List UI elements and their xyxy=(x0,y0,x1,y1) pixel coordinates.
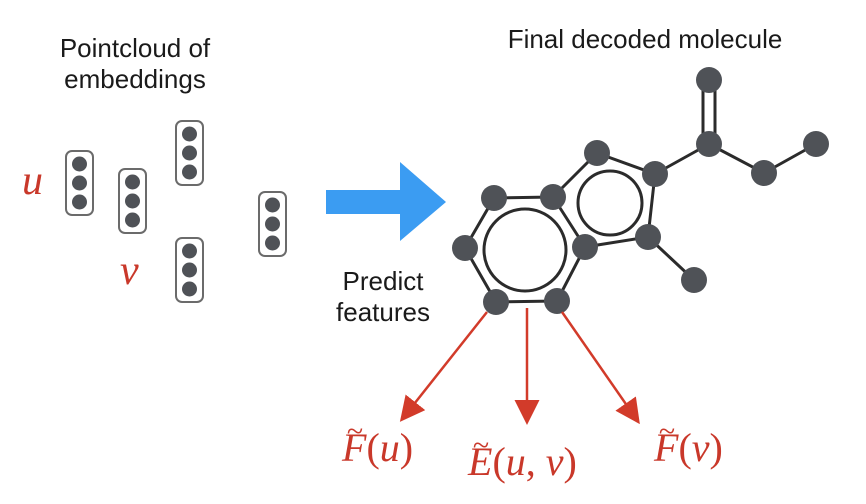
atom-v xyxy=(544,288,570,314)
molecule-title: Final decoded molecule xyxy=(507,24,783,54)
edge-feature-letter: E xyxy=(468,439,493,484)
atom xyxy=(540,184,566,210)
embedding-vector-v xyxy=(175,237,204,303)
atom xyxy=(803,131,829,157)
five-ring-aromatic-ring xyxy=(576,169,644,237)
edge-feature-tilde: ~ xyxy=(472,429,490,462)
pointcloud-title: Pointcloud of embeddings xyxy=(20,33,250,95)
node-feature-u-arg: u xyxy=(379,425,400,470)
embedding-vector-3 xyxy=(175,120,204,186)
molecule-atoms xyxy=(452,67,829,315)
atom xyxy=(696,67,722,93)
node-feature-v: F~(v) xyxy=(654,415,723,470)
node-feature-v-letter: F xyxy=(654,425,679,470)
node-feature-v-tilde: ~ xyxy=(658,415,676,448)
embedding-vector-5 xyxy=(258,191,287,257)
embedding-vector-2 xyxy=(118,168,147,234)
pointcloud-title-line2: embeddings xyxy=(64,64,206,95)
arrow-to-node-feature-u xyxy=(399,311,488,422)
embedding-vector-u xyxy=(65,150,94,216)
atom xyxy=(751,160,777,186)
edge-feature-arg1: u xyxy=(505,439,526,484)
edge-feature-sep: , xyxy=(525,439,536,484)
predict-features-line2: features xyxy=(336,297,430,328)
benzene-aromatic-ring xyxy=(482,207,568,293)
variable-v: v xyxy=(120,248,139,294)
node-feature-u: F~(u) xyxy=(342,415,414,470)
node-feature-u-letter: F xyxy=(342,425,367,470)
atom xyxy=(584,140,610,166)
atom xyxy=(452,235,478,261)
edge-feature: E~(u, v) xyxy=(468,429,577,484)
predict-features-line1: Predict xyxy=(342,266,424,296)
atom xyxy=(481,185,507,211)
right-arrow-icon xyxy=(326,162,446,241)
pointcloud-title-line1: Pointcloud of xyxy=(59,33,211,63)
atom xyxy=(696,131,722,157)
atom xyxy=(635,224,661,250)
atom xyxy=(681,267,707,293)
atom xyxy=(572,234,598,260)
variable-u: u xyxy=(22,158,43,204)
node-feature-u-tilde: ~ xyxy=(346,415,364,448)
arrow-to-node-feature-v xyxy=(560,311,640,425)
edge-feature-arg2: v xyxy=(545,439,564,484)
atom-u xyxy=(483,289,509,315)
node-feature-v-arg: v xyxy=(691,425,710,470)
prediction-arrows xyxy=(399,308,640,425)
predict-features-label: Predict features xyxy=(318,266,448,328)
atom xyxy=(642,161,668,187)
